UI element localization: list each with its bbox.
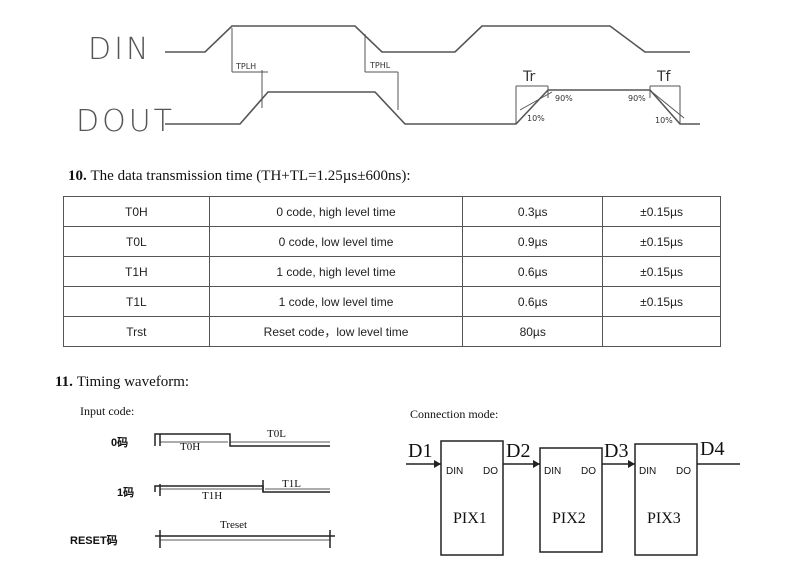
table-cell-name: T1H bbox=[63, 256, 210, 287]
reset-code-label: RESET码 bbox=[70, 535, 118, 547]
table-cell-tolerance: ±0.15µs bbox=[602, 226, 721, 257]
pix1-label: PIX1 bbox=[453, 510, 487, 527]
table-row: T1L 1 code, low level time 0.6µs ±0.15µs bbox=[63, 286, 721, 317]
pix1-do-pin: DO bbox=[483, 466, 498, 477]
table-cell-value: 0.6µs bbox=[462, 286, 604, 317]
table-cell-value: 0.3µs bbox=[462, 196, 604, 227]
table-cell-value: 80µs bbox=[462, 316, 604, 347]
d1-label: D1 bbox=[408, 440, 433, 462]
propagation-waveforms bbox=[165, 25, 700, 125]
pct90-left-label: 90% bbox=[555, 94, 573, 103]
tr-label: Tr bbox=[523, 69, 536, 85]
tf-label: Tf bbox=[657, 69, 671, 85]
section-11-heading: 11. Timing waveform: bbox=[55, 374, 189, 391]
t1h-label: T1H bbox=[202, 490, 223, 502]
d3-label: D3 bbox=[604, 440, 629, 462]
table-row: Trst Reset code，low level time 80µs bbox=[63, 316, 721, 347]
table-cell-name: T0L bbox=[63, 226, 210, 257]
treset-label: Treset bbox=[220, 519, 248, 531]
d2-label: D2 bbox=[506, 440, 531, 462]
section-10-number: 10. bbox=[68, 168, 87, 184]
pix3-label: PIX3 bbox=[647, 510, 681, 527]
transmission-time-table: T0H 0 code, high level time 0.3µs ±0.15µ… bbox=[63, 196, 721, 347]
tphl-label: TPHL bbox=[370, 61, 391, 70]
pix2-do-pin: DO bbox=[581, 466, 596, 477]
table-cell-desc: 0 code, low level time bbox=[208, 226, 464, 257]
tplh-label: TPLH bbox=[236, 62, 257, 71]
table-cell-name: Trst bbox=[63, 316, 210, 347]
pix2-label: PIX2 bbox=[552, 510, 586, 527]
table-cell-desc: 0 code, high level time bbox=[208, 196, 464, 227]
table-cell-desc: 1 code, low level time bbox=[208, 286, 464, 317]
din-label: DIN bbox=[88, 32, 152, 67]
section-10-title: The data transmission time (TH+TL=1.25µs… bbox=[90, 168, 411, 184]
table-cell-tolerance: ±0.15µs bbox=[602, 286, 721, 317]
table-cell-name: T1L bbox=[63, 286, 210, 317]
t0l-label: T0L bbox=[267, 428, 286, 440]
table-cell-desc: Reset code，low level time bbox=[208, 316, 464, 347]
dout-label: DOUT bbox=[76, 104, 175, 139]
d4-label: D4 bbox=[700, 438, 725, 460]
table-cell-tolerance bbox=[602, 316, 721, 347]
connection-mode-title: Connection mode: bbox=[410, 407, 499, 421]
code1-label: 1码 bbox=[117, 487, 135, 499]
section-11-title: Timing waveform: bbox=[76, 374, 190, 390]
table-cell-value: 0.9µs bbox=[462, 226, 604, 257]
table-cell-value: 0.6µs bbox=[462, 256, 604, 287]
section-10-heading: 10. The data transmission time (TH+TL=1.… bbox=[68, 168, 411, 185]
input-code-label: Input code: bbox=[80, 404, 135, 418]
table-cell-name: T0H bbox=[63, 196, 210, 227]
pct10-left-label: 10% bbox=[527, 114, 545, 123]
table-row: T1H 1 code, high level time 0.6µs ±0.15µ… bbox=[63, 256, 721, 287]
t1l-label: T1L bbox=[282, 478, 301, 490]
pct90-right-label: 90% bbox=[628, 94, 646, 103]
t0h-label: T0H bbox=[180, 441, 201, 453]
table-cell-desc: 1 code, high level time bbox=[208, 256, 464, 287]
dout-waveform bbox=[165, 89, 700, 125]
table-row: T0H 0 code, high level time 0.3µs ±0.15µ… bbox=[63, 196, 721, 227]
table-cell-tolerance: ±0.15µs bbox=[602, 256, 721, 287]
pix2-din-pin: DIN bbox=[544, 466, 562, 477]
din-waveform bbox=[165, 25, 690, 53]
pix1-din-pin: DIN bbox=[446, 466, 464, 477]
table-cell-tolerance: ±0.15µs bbox=[602, 196, 721, 227]
pix3-do-pin: DO bbox=[676, 466, 691, 477]
pct10-right-label: 10% bbox=[655, 116, 673, 125]
table-row: T0L 0 code, low level time 0.9µs ±0.15µs bbox=[63, 226, 721, 257]
section-11-number: 11. bbox=[55, 374, 73, 390]
code0-label: 0码 bbox=[111, 437, 129, 449]
pix3-din-pin: DIN bbox=[639, 466, 657, 477]
